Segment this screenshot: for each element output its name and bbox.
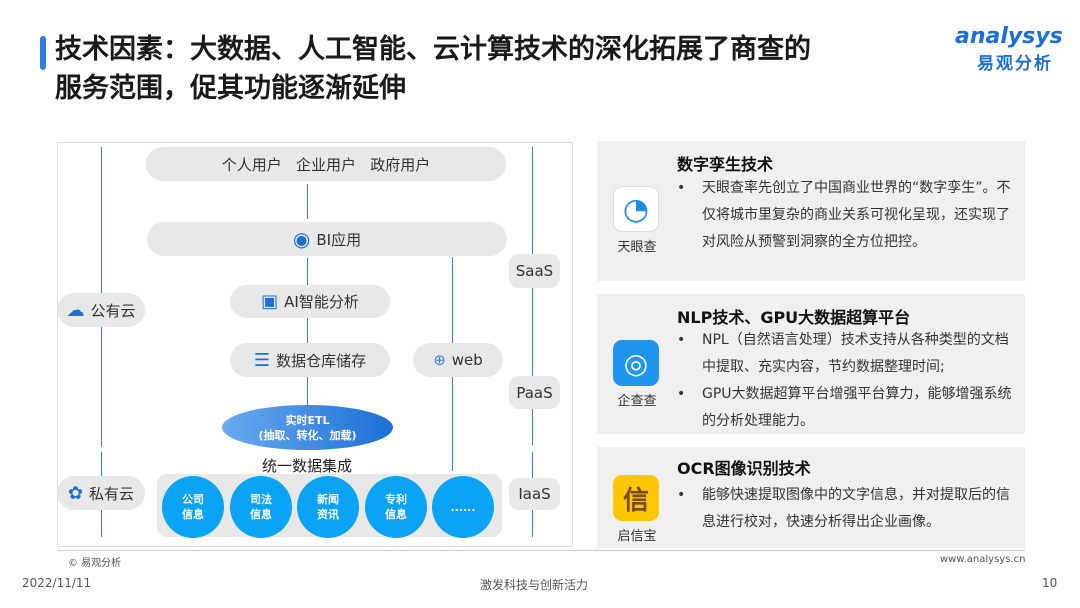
database-icon: ☰ — [253, 349, 271, 371]
logo-cn: 易观分析 — [977, 54, 1053, 74]
panel-title: NLP技术、GPU大数据超算平台 — [677, 308, 911, 327]
page-number: 10 — [1042, 576, 1058, 590]
source-circle: ...... — [432, 476, 494, 538]
source-label: 专利 — [385, 493, 407, 506]
paas-label: PaaS — [516, 383, 553, 402]
architecture-diagram — [57, 142, 573, 547]
storage-pill: ☰ 数据仓库储存 — [230, 343, 390, 377]
logo-en: analysys — [955, 24, 1063, 49]
source-circle: 司法信息 — [230, 476, 292, 538]
analysys-logo: analysys 易观分析 — [955, 24, 1065, 79]
date: 2022/11/11 — [22, 576, 92, 590]
ai-pill: ▣ AI智能分析 — [230, 285, 390, 318]
app-label: 启信宝 — [617, 529, 657, 544]
private-cloud-label: 私有云 — [89, 484, 135, 503]
panel-ocr: 信 启信宝 OCR图像识别技术 能够快速提取图像中的文字信息，并对提取后的信息进… — [597, 447, 1025, 548]
ai-label: AI智能分析 — [284, 293, 359, 311]
etl-label: 实时ETL — [285, 414, 330, 427]
source-circle: 新闻资讯 — [297, 476, 359, 538]
iaas-label: IaaS — [518, 485, 551, 503]
panel-digital-twin: ◔ 天眼查 数字孪生技术 天眼查率先创立了中国商业世界的“数字孪生”。不仅将城市… — [597, 141, 1025, 281]
saas-label: SaaS — [515, 262, 554, 280]
source-label: 新闻 — [317, 493, 339, 506]
private-cloud-pill: ✿ 私有云 — [57, 476, 145, 510]
panel-title: OCR图像识别技术 — [677, 459, 811, 478]
source-label: 资讯 — [317, 508, 339, 521]
source-label: ...... — [450, 500, 476, 514]
slogan: 激发科技与创新活力 — [480, 578, 589, 592]
source-label: 信息 — [385, 508, 407, 521]
tianyancha-icon: ◔ — [613, 186, 659, 232]
page-title: 技术因素：大数据、人工智能、云计算技术的深化拓展了商查的服务范围，促其功能逐渐延… — [55, 30, 945, 108]
bullet: 天眼查率先创立了中国商业世界的“数字孪生”。不仅将城市里复杂的商业关系可视化呈现… — [677, 175, 1012, 256]
qichacha-icon: ◎ — [613, 340, 659, 386]
panel-nlp-gpu: ◎ 企查查 NLP技术、GPU大数据超算平台 NPL（自然语言处理）技术支持从各… — [597, 294, 1025, 434]
title-line: 技术因素：大数据、人工智能、云计算技术的深化拓展了商查的 — [55, 34, 811, 65]
title-accent-bar — [40, 36, 46, 70]
source-circle: 专利信息 — [365, 476, 427, 538]
eye-icon: ◉ — [292, 227, 311, 251]
android-icon: ▣ — [261, 291, 279, 312]
website: www.analysys.cn — [940, 554, 1026, 565]
footer-divider — [57, 550, 1025, 551]
app-label: 企查查 — [617, 394, 657, 409]
source-label: 信息 — [182, 508, 204, 521]
storage-label: 数据仓库储存 — [276, 351, 367, 370]
title-line: 服务范围，促其功能逐渐延伸 — [55, 73, 406, 104]
web-label: web — [451, 351, 483, 369]
source-label: 司法 — [250, 493, 272, 506]
qixinbao-icon: 信 — [613, 475, 659, 521]
cloud-icon: ☁ — [66, 299, 85, 321]
users-label: 个人用户 企业用户 政府用户 — [221, 155, 431, 174]
source-label: 信息 — [250, 508, 272, 521]
etl-sublabel: (抽取、转化、加载) — [258, 429, 357, 442]
data-flow-line — [307, 258, 308, 418]
private-cloud-icon: ✿ — [67, 482, 84, 504]
source-label: 公司 — [182, 493, 204, 506]
bullet: 能够快速提取图像中的文字信息，并对提取后的信息进行校对，快速分析得出企业画像。 — [677, 482, 1017, 536]
iaas-pill: IaaS — [509, 478, 560, 510]
integration-label: 统一数据集成 — [261, 457, 352, 475]
bi-bar: ◉ BI应用 — [147, 222, 507, 256]
public-cloud-label: 公有云 — [90, 301, 136, 320]
bullet: NPL（自然语言处理）技术支持从各种类型的文档中提取、充实内容，节约数据整理时间… — [677, 327, 1022, 381]
public-cloud-pill: ☁ 公有云 — [57, 293, 145, 327]
users-bar: 个人用户 企业用户 政府用户 — [146, 147, 506, 181]
app-label: 天眼查 — [617, 240, 657, 255]
source-circle: 公司信息 — [162, 476, 224, 538]
www-icon: ⊕ — [433, 351, 446, 369]
web-pill: ⊕ web — [413, 343, 503, 377]
saas-pill: SaaS — [509, 254, 560, 288]
panel-title: 数字孪生技术 — [677, 155, 774, 174]
paas-pill: PaaS — [509, 376, 560, 409]
bullet: GPU大数据超算平台增强平台算力，能够增强系统的分析处理能力。 — [677, 381, 1022, 435]
bi-label: BI应用 — [316, 230, 362, 249]
etl-ellipse: 实时ETL (抽取、转化、加载) — [222, 405, 393, 450]
copyright: © 易观分析 — [68, 558, 122, 569]
users-bi-arrow — [307, 184, 308, 219]
